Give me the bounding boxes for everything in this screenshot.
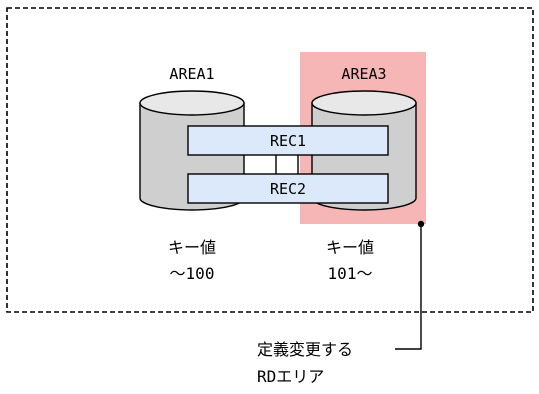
area3-key-label: キー値: [326, 238, 374, 257]
area1-label: AREA1: [169, 65, 214, 83]
area3-label: AREA3: [341, 65, 386, 83]
callout-leader-line: [395, 224, 422, 350]
record-rec1: REC1: [187, 125, 389, 156]
callout-text-line1: 定義変更する: [257, 340, 353, 359]
record-rec2-label: REC2: [270, 180, 306, 198]
record-rec1-label: REC1: [270, 132, 306, 150]
record-rec2: REC2: [187, 173, 389, 204]
database-boundary: [6, 7, 534, 313]
callout-text-line2: RDエリア: [257, 367, 324, 386]
area1-key-label: キー値: [168, 238, 216, 257]
area1-key-range: ～100: [170, 264, 215, 283]
area3-key-range: 101～: [328, 264, 373, 283]
